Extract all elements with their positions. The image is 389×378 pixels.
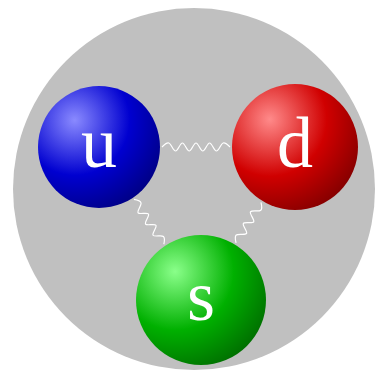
quark-letter: s [187,260,215,332]
quark-sphere: s [136,235,266,365]
gluon-line [134,199,164,244]
quark-letter: u [81,107,117,179]
hadron-disc [13,8,375,370]
quark-sphere: u [38,86,160,208]
quark-letter: d [277,107,313,179]
quark-sphere: d [232,84,358,210]
gluon-line [235,202,261,243]
gluon-line [162,143,230,151]
